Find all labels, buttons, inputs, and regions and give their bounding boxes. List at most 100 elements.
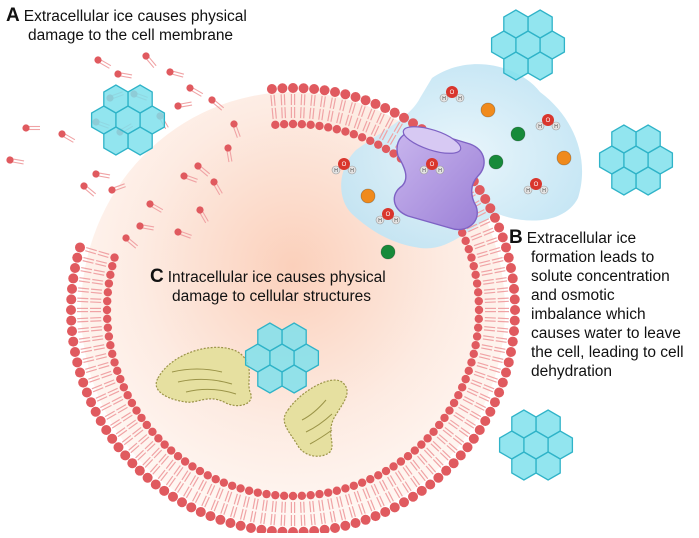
ice-hexagon [503, 51, 529, 81]
lipid-head [380, 103, 391, 114]
mitochondrion-crista [185, 388, 237, 395]
panel-b-letter: B [509, 227, 523, 248]
lipid-tail [198, 479, 205, 490]
loose-phospholipid [208, 96, 225, 111]
lipid-tail [97, 253, 109, 259]
lipid-head [374, 471, 383, 480]
lipid-head [403, 452, 413, 461]
lipid-tail [483, 230, 495, 236]
lipid-tail [339, 509, 343, 521]
lipid-tail [497, 297, 509, 300]
lipid-tail [82, 260, 94, 264]
lipid-head [113, 442, 124, 453]
lipid-tail [303, 501, 305, 513]
lipid-tail [353, 491, 359, 503]
lipid-tail [91, 288, 103, 291]
solute-green [380, 244, 396, 260]
lipid-tail [303, 107, 305, 119]
lipid-tail [486, 377, 497, 383]
ice-hexagon [281, 364, 307, 394]
lipid-tail [90, 298, 102, 300]
mitochondrion-crista [309, 429, 333, 445]
mitochondrion-crista [171, 368, 223, 373]
lipid-head [503, 252, 514, 263]
loose-phospholipid [58, 130, 76, 143]
loose-phospholipid [166, 68, 185, 78]
lipid-head [319, 85, 330, 96]
lipid-tail [417, 471, 426, 482]
lipid-head [457, 383, 467, 392]
lipid-tail [319, 513, 323, 525]
lipid-head [381, 466, 391, 476]
lipid-tail [483, 329, 495, 332]
hydrogen-label: H [394, 218, 398, 224]
lipid-tail [177, 482, 185, 493]
lipid-tail [402, 466, 410, 477]
loose-phospholipid [186, 84, 204, 97]
lipid-tail [140, 436, 150, 445]
lipid-tail [435, 456, 444, 466]
lipid-tail [168, 477, 176, 488]
panel-b-line-4: and osmotic [531, 287, 615, 304]
lipid-tail [95, 263, 107, 267]
lipid-head [103, 323, 113, 332]
lipid-tail [482, 387, 494, 393]
mitochondrion [155, 346, 252, 407]
lipid-tail [483, 384, 495, 390]
lipid-head [110, 358, 119, 367]
lipid-tail [329, 511, 333, 523]
oxygen-atom [338, 158, 350, 170]
lipid-tail [260, 512, 263, 524]
lipid-tail [146, 443, 156, 452]
oxygen-label: O [342, 162, 347, 168]
hydrogen-atom [419, 165, 429, 175]
lipid-head [508, 283, 519, 294]
lipid-tail [92, 387, 104, 393]
lipid-tail [160, 471, 169, 482]
lipid-head [474, 184, 485, 195]
lipid-tail [381, 130, 388, 141]
lipid-tail [79, 340, 91, 343]
lipid-head [445, 406, 454, 415]
hydrogen-atom [551, 121, 561, 131]
lipid-head [132, 406, 141, 415]
lipid-tail [115, 427, 126, 435]
lipid-tail [92, 338, 104, 342]
lipid-tail [135, 449, 144, 459]
lipid-tail [321, 499, 325, 511]
loose-phospholipid [22, 124, 40, 132]
lipid-head [173, 452, 183, 461]
ice-hexagon [535, 451, 561, 481]
ice-hexagon [281, 322, 307, 352]
lipid-head [90, 406, 101, 417]
lipid-tail [280, 514, 283, 526]
channel-top [402, 126, 462, 154]
lipid-head [435, 420, 444, 430]
lipid-tail [273, 514, 276, 526]
lipid-tail [113, 398, 124, 405]
lipid-tail [81, 266, 93, 271]
lipid-head [497, 232, 508, 243]
lipid-tail [494, 270, 506, 274]
lipid-head [205, 511, 216, 522]
lipid-head [341, 484, 350, 493]
loose-phospholipid [230, 120, 241, 138]
lipid-head [70, 262, 81, 273]
lipid-tail [303, 514, 306, 526]
lipid-tail [492, 356, 504, 360]
lipid-tail [252, 498, 256, 510]
lipid-tail [396, 486, 403, 497]
lipid-tail [481, 269, 493, 273]
lipid-head [215, 514, 226, 525]
lipid-head [509, 294, 520, 305]
lipid-head [244, 486, 254, 495]
lipid-head [107, 433, 118, 444]
lipid-tail [373, 125, 380, 137]
lipid-head [468, 433, 479, 444]
lipid-tail [494, 346, 506, 350]
lipid-tail [487, 374, 498, 380]
lipid-tail [176, 466, 184, 477]
lipid-head [315, 121, 324, 131]
lipid-tail [227, 491, 233, 503]
lipid-head [297, 120, 307, 129]
